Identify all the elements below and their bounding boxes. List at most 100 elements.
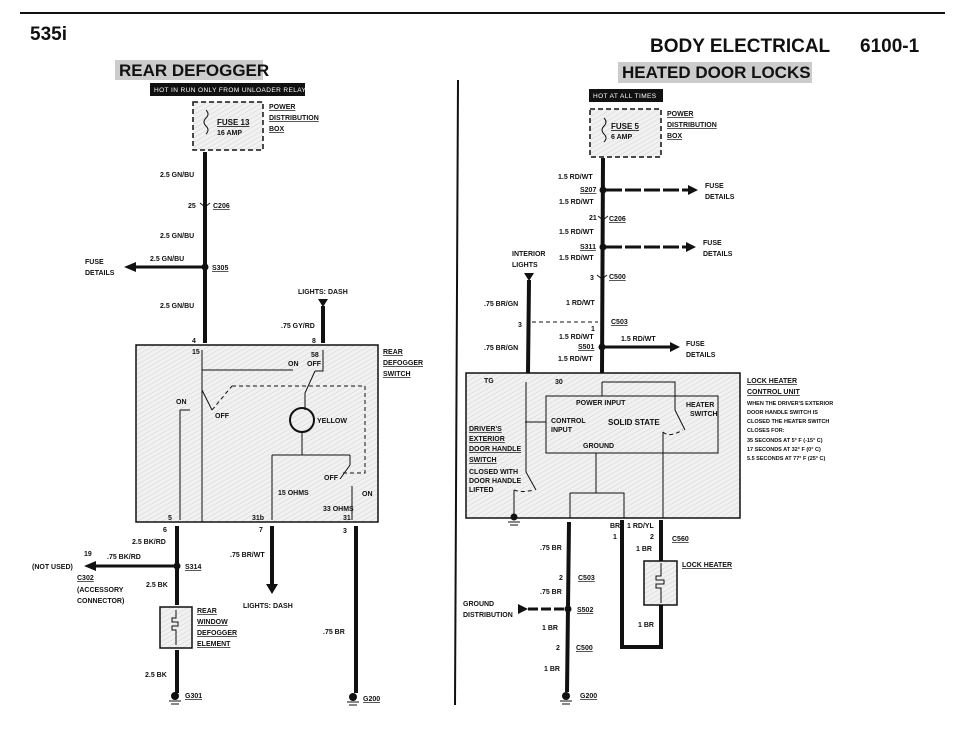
component-label: REAR [383,349,403,356]
wire-label: BR [610,523,620,530]
pin-label: 3 [590,275,594,282]
lights-dash-label: LIGHTS: DASH [298,289,348,296]
module-label: CONTROL [551,418,586,425]
connector-desc: (ACCESSORY [77,587,124,594]
ground-label: G200 [580,693,597,700]
splice-dot [599,243,607,251]
module-label: HEATER [686,402,714,409]
section-label: BODY ELECTRICAL [650,36,831,57]
ground-icon [349,693,357,701]
note-line: CLOSED THE HEATER SWITCH [747,419,829,425]
pin-label: 3 [343,528,347,535]
ground-symbol [347,701,359,706]
fuse-icon [601,117,607,143]
wire-label: .75 BR [540,545,562,552]
wire-label: .75 BR/GN [484,345,518,352]
connector-label: C503 [611,319,628,326]
arrow-right-icon [688,185,698,195]
splice-label: S501 [578,344,594,351]
pin-label: 6 [163,527,167,534]
wire-label: 2.5 BK [146,582,168,589]
module-label: SOLID STATE [608,418,660,427]
fuse-details-label: FUSE [703,240,722,247]
switch-state: OFF [324,475,339,482]
wire-label: 2.5 BK [145,672,167,679]
pin-label: 19 [84,551,92,558]
arrow-left-icon [84,561,96,571]
wire-label: .75 BR [540,589,562,596]
wire-label: .75 BK/RD [107,554,141,561]
fuse-details-label: DETAILS [703,251,733,258]
connector-icon [596,274,608,280]
timing-notes: WHEN THE DRIVER'S EXTERIOR DOOR HANDLE S… [747,401,833,462]
fuse-details-label: FUSE [686,341,705,348]
fuse-amp: 6 AMP [611,134,632,141]
switch-circuit [179,350,324,522]
control-unit-circuit [513,381,686,518]
wire-label: 1.5 RD/WT [559,199,594,206]
pin-label: 5 [168,515,172,522]
arrow-down-icon [318,299,328,307]
pin-label: 15 [192,349,200,356]
wire-label: 1 BR [638,622,654,629]
connector-label: C206 [213,203,230,210]
module-label: INPUT [551,427,573,434]
wire-label: .75 GY/RD [281,323,315,330]
arrow-right-icon [686,242,696,252]
pin-label: 31b [252,515,264,522]
ground-symbol [508,521,520,526]
splice-label: S311 [580,244,596,251]
pin-label: 3 [518,322,522,329]
rear-defogger-diagram: REAR DEFOGGER HOT IN RUN ONLY FROM UNLOA… [32,60,423,706]
pin-label: 58 [311,352,319,359]
power-note: HOT AT ALL TIMES [593,93,657,100]
wire-label: 1 BR [542,625,558,632]
switch-note: CLOSED WITH [469,469,518,476]
fuse-label: FUSE 13 [217,118,250,127]
ground-icon [171,692,179,700]
connector-label: C560 [672,536,689,543]
connector-label: C500 [609,274,626,281]
wire-lock-heater-loop [620,520,663,649]
pdb-label: BOX [269,126,285,133]
interior-lights-label: LIGHTS [512,262,538,269]
ground-symbol [169,700,181,705]
arrow-left-icon [124,262,136,272]
note-line: 35 SECONDS AT 5° F (-15° C) [747,438,823,444]
component-label: ELEMENT [197,641,231,648]
pin-label: 25 [188,203,196,210]
power-distribution-box [589,108,662,158]
wire-br-gn [526,279,531,374]
pdb-label: DISTRIBUTION [269,115,319,122]
note-line: DOOR HANDLE SWITCH IS [747,410,818,416]
pdb-label: POWER [269,104,295,111]
wire-label: 1.5 RD/WT [621,336,656,343]
splice-label: S314 [185,564,201,571]
component-label: EXTERIOR [469,436,505,443]
heating-element-icon [171,610,179,645]
mechanical-link [211,385,366,474]
heating-element-icon [655,563,665,603]
wire-label: 1.5 RD/WT [558,174,593,181]
interior-lights-label: INTERIOR [512,251,545,258]
ground-icon [562,692,570,700]
component-label: SWITCH [383,371,411,378]
splice-dot [173,562,181,570]
wire-label: 1 RD/YL [627,523,655,530]
pdb-label: POWER [667,111,693,118]
fuse-details-label: DETAILS [705,194,735,201]
ground-icon [510,513,518,521]
note-line: 17 SECONDS AT 32° F (0° C) [747,447,821,453]
title-background [618,62,812,83]
wire-label: 1.5 RD/WT [559,334,594,341]
fuse-details-label: DETAILS [85,270,115,277]
fuse-icon [203,109,209,135]
fuse-details-label: DETAILS [686,352,716,359]
fuse-details-label: FUSE [705,183,724,190]
pin-label: 21 [589,215,597,222]
ground-label: G200 [363,696,380,703]
wire-label: .75 BR [323,629,345,636]
lamp-circuit [271,432,353,520]
component-label: DEFOGGER [197,630,237,637]
solid-state-module [545,395,719,454]
